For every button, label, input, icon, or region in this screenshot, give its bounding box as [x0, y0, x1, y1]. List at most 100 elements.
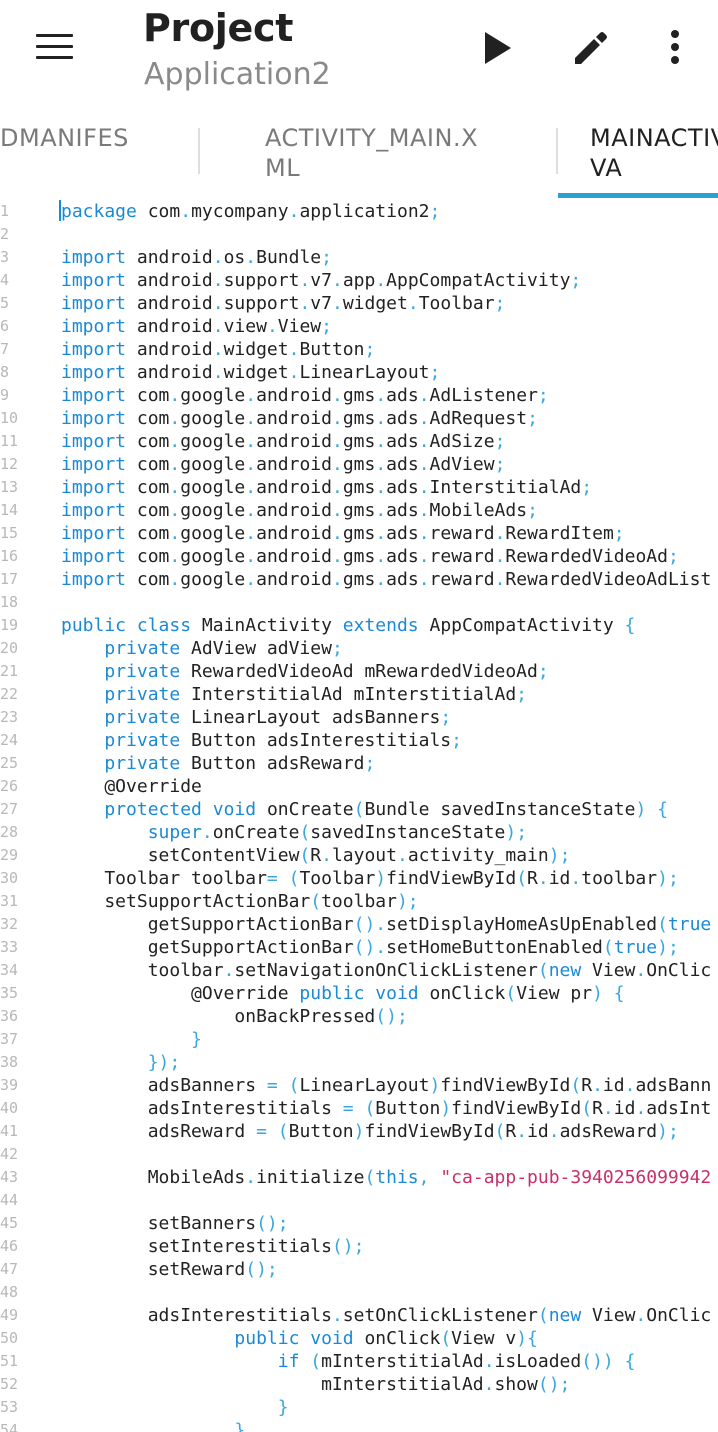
code-line: 45 setBanners();: [0, 1212, 718, 1235]
line-text[interactable]: import com.google.android.gms.ads.Mobile…: [61, 500, 538, 521]
line-text[interactable]: import com.google.android.gms.ads.AdRequ…: [61, 408, 538, 429]
line-text[interactable]: onBackPressed();: [61, 1006, 408, 1027]
line-text[interactable]: @Override: [61, 776, 202, 797]
line-text[interactable]: import com.google.android.gms.ads.reward…: [61, 523, 625, 544]
line-number: 44: [0, 1191, 19, 1209]
line-number: 37: [0, 1030, 19, 1048]
line-text[interactable]: protected void onCreate(Bundle savedInst…: [104, 799, 668, 820]
line-text[interactable]: import com.google.android.gms.ads.AdView…: [61, 454, 506, 475]
line-text[interactable]: import android.os.Bundle;: [61, 247, 332, 268]
line-text[interactable]: toolbar.setNavigationOnClickListener(new…: [61, 960, 712, 981]
line-number: 38: [0, 1053, 19, 1071]
line-number: 51: [0, 1352, 19, 1370]
more-vert-icon[interactable]: [651, 24, 699, 72]
line-text[interactable]: package com.mycompany.application2;: [61, 201, 441, 222]
active-tab-indicator: [558, 193, 718, 198]
line-text[interactable]: public void onClick(View v){: [234, 1328, 538, 1349]
line-text[interactable]: private LinearLayout adsBanners;: [104, 707, 452, 728]
code-line: 51 if (mInterstitialAd.isLoaded()) {: [0, 1350, 718, 1373]
code-line: 41 adsReward = (Button)findViewById(R.id…: [0, 1120, 718, 1143]
line-text[interactable]: mInterstitialAd.show();: [61, 1374, 571, 1395]
line-text[interactable]: import android.support.v7.app.AppCompatA…: [61, 270, 582, 291]
code-line: 50 public void onClick(View v){: [0, 1327, 718, 1350]
line-number: 50: [0, 1329, 19, 1347]
line-number: 35: [0, 984, 19, 1002]
line-number: 41: [0, 1122, 19, 1140]
code-line: 46 setInterestitials();: [0, 1235, 718, 1258]
code-line: 38 });: [0, 1051, 718, 1074]
line-text[interactable]: MobileAds.initialize(this, "ca-app-pub-3…: [61, 1167, 712, 1188]
play-icon[interactable]: [473, 24, 521, 72]
line-text[interactable]: }: [191, 1029, 202, 1050]
code-line: 49 adsInterestitials.setOnClickListener(…: [0, 1304, 718, 1327]
line-text[interactable]: adsBanners = (LinearLayout)findViewById(…: [61, 1075, 712, 1096]
line-number: 39: [0, 1076, 19, 1094]
line-number: 6: [0, 317, 10, 335]
line-text[interactable]: setSupportActionBar(toolbar);: [61, 891, 419, 912]
line-number: 42: [0, 1145, 19, 1163]
line-number: 45: [0, 1214, 19, 1232]
line-number: 21: [0, 662, 19, 680]
line-text[interactable]: private InterstitialAd mInterstitialAd;: [104, 684, 528, 705]
menu-icon[interactable]: [36, 34, 74, 60]
edit-icon[interactable]: [567, 24, 615, 72]
line-text[interactable]: adsInterestitials = (Button)findViewById…: [61, 1098, 712, 1119]
line-text[interactable]: import com.google.android.gms.ads.Inters…: [61, 477, 593, 498]
tab-activity-main-xml[interactable]: ACTIVITY_MAIN.X ML: [265, 124, 479, 182]
line-number: 16: [0, 547, 19, 565]
line-number: 40: [0, 1099, 19, 1117]
code-line: 2: [0, 223, 718, 246]
line-number: 14: [0, 501, 19, 519]
line-text[interactable]: private Button adsReward;: [104, 753, 376, 774]
line-text[interactable]: setInterestitials();: [61, 1236, 365, 1257]
code-line: 31 setSupportActionBar(toolbar);: [0, 890, 718, 913]
line-text[interactable]: public class MainActivity extends AppCom…: [61, 615, 636, 636]
line-text[interactable]: getSupportActionBar().setDisplayHomeAsUp…: [61, 914, 712, 935]
app-bar: Project Application2: [0, 0, 718, 105]
line-text[interactable]: setReward();: [61, 1259, 278, 1280]
code-line: 25 private Button adsReward;: [0, 752, 718, 775]
line-text[interactable]: import android.widget.LinearLayout;: [61, 362, 441, 383]
line-text[interactable]: import android.view.View;: [61, 316, 332, 337]
line-text[interactable]: setContentView(R.layout.activity_main);: [61, 845, 571, 866]
file-tabs: DMANIFES ACTIVITY_MAIN.X ML MAINACTIV VA: [0, 110, 718, 198]
line-text[interactable]: import com.google.android.gms.ads.reward…: [61, 569, 712, 590]
line-number: 32: [0, 915, 19, 933]
line-text[interactable]: }: [277, 1397, 289, 1418]
line-text[interactable]: import com.google.android.gms.ads.AdSize…: [61, 431, 506, 452]
line-number: 7: [0, 340, 10, 358]
line-text[interactable]: getSupportActionBar().setHomeButtonEnabl…: [61, 937, 679, 958]
line-text[interactable]: import android.support.v7.widget.Toolbar…: [61, 293, 506, 314]
line-number: 27: [0, 800, 19, 818]
line-text[interactable]: });: [147, 1052, 181, 1073]
code-line: 30 Toolbar toolbar= (Toolbar)findViewByI…: [0, 867, 718, 890]
line-number: 48: [0, 1283, 19, 1301]
line-text[interactable]: private Button adsInterestitials;: [104, 730, 462, 751]
line-text[interactable]: Toolbar toolbar= (Toolbar)findViewById(R…: [61, 868, 679, 889]
line-text[interactable]: private RewardedVideoAd mRewardedVideoAd…: [104, 661, 549, 682]
line-text[interactable]: setBanners();: [61, 1213, 289, 1234]
line-text[interactable]: import android.widget.Button;: [61, 339, 376, 360]
line-number: 29: [0, 846, 19, 864]
tab-mainactivity-java[interactable]: MAINACTIV VA: [590, 124, 718, 182]
line-text[interactable]: if (mInterstitialAd.isLoaded()) {: [277, 1351, 636, 1372]
line-number: 4: [0, 271, 10, 289]
line-text[interactable]: adsReward = (Button)findViewById(R.id.ad…: [61, 1121, 679, 1142]
tab-manifest[interactable]: DMANIFES: [0, 124, 129, 152]
line-text[interactable]: @Override public void onClick(View pr) {: [61, 983, 625, 1004]
line-text[interactable]: }: [234, 1420, 246, 1432]
line-number: 31: [0, 892, 19, 910]
line-text[interactable]: import com.google.android.gms.ads.AdList…: [61, 385, 549, 406]
line-text[interactable]: super.onCreate(savedInstanceState);: [147, 822, 528, 843]
line-text[interactable]: import com.google.android.gms.ads.reward…: [61, 546, 679, 567]
line-number: 15: [0, 524, 19, 542]
line-text[interactable]: adsInterestitials.setOnClickListener(new…: [61, 1305, 712, 1326]
line-number: 26: [0, 777, 19, 795]
line-text[interactable]: private AdView adView;: [104, 638, 343, 659]
